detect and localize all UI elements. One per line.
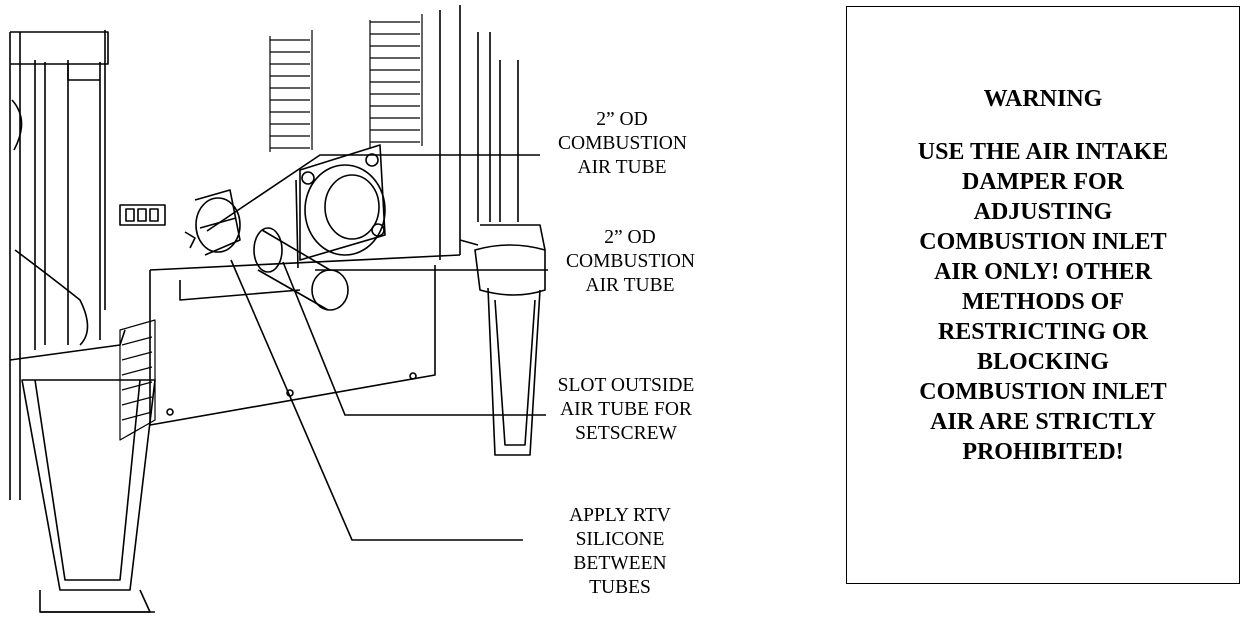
label-combustion-air-tube-lower: 2” OD COMBUSTION AIR TUBE	[566, 226, 695, 298]
warning-line: PROHIBITED!	[962, 439, 1124, 465]
warning-line: COMBUSTION INLET	[919, 229, 1167, 255]
label-slot-outside-air-tube: SLOT OUTSIDE AIR TUBE FOR SETSCREW	[550, 374, 702, 446]
label-line: AIR TUBE	[577, 157, 667, 178]
right-column	[459, 32, 546, 296]
label-line: COMBUSTION	[566, 251, 695, 272]
label-line: APPLY RTV	[569, 505, 671, 526]
warning-line: USE THE AIR INTAKE	[917, 139, 1169, 165]
exhaust-flange	[295, 144, 386, 269]
label-line: 2” OD	[596, 109, 648, 130]
label-apply-rtv: APPLY RTV SILICONE BETWEEN TUBES	[560, 504, 680, 600]
warning-line: COMBUSTION INLET	[919, 379, 1167, 405]
label-line: BETWEEN	[573, 553, 667, 574]
warning-body: USE THE AIR INTAKE DAMPER FOR ADJUSTING …	[847, 137, 1239, 467]
label-line: TUBES	[589, 577, 651, 598]
upper-vent-right	[369, 14, 423, 148]
leader-line-slot-outside-air-tube	[282, 261, 546, 416]
terminal-block	[119, 204, 166, 226]
label-line: AIR TUBE FOR	[560, 399, 692, 420]
warning-line: ADJUSTING	[973, 199, 1113, 225]
upper-vent-left	[269, 30, 313, 152]
label-line: SLOT OUTSIDE	[557, 375, 695, 396]
label-line: SILICONE	[575, 529, 665, 550]
label-line: 2” OD	[604, 227, 656, 248]
label-line: SETSCREW	[575, 423, 677, 444]
rear-panel	[104, 5, 461, 426]
warning-line: DAMPER FOR	[962, 169, 1124, 195]
outside-air-tube	[253, 227, 349, 311]
leader-line-combustion-air-tube-upper	[206, 154, 540, 232]
warning-box: WARNING USE THE AIR INTAKE DAMPER FOR AD…	[846, 6, 1240, 584]
warning-line: AIR ARE STRICTLY	[930, 409, 1156, 435]
left-side-panel	[9, 31, 126, 500]
warning-line: METHODS OF	[961, 289, 1124, 315]
lower-vent	[119, 319, 156, 441]
warning-title: WARNING	[983, 86, 1103, 112]
warning-line: AIR ONLY! OTHER	[934, 259, 1152, 285]
combustion-air-tube-upper	[184, 189, 241, 256]
left-front-leg	[21, 379, 156, 613]
right-leg	[487, 287, 541, 456]
label-line: AIR TUBE	[585, 275, 675, 296]
leader-line-apply-rtv	[230, 259, 523, 541]
label-combustion-air-tube-upper: 2” OD COMBUSTION AIR TUBE	[558, 108, 687, 180]
warning-line: RESTRICTING OR	[937, 319, 1149, 345]
label-line: COMBUSTION	[558, 133, 687, 154]
warning-line: BLOCKING	[976, 349, 1110, 375]
